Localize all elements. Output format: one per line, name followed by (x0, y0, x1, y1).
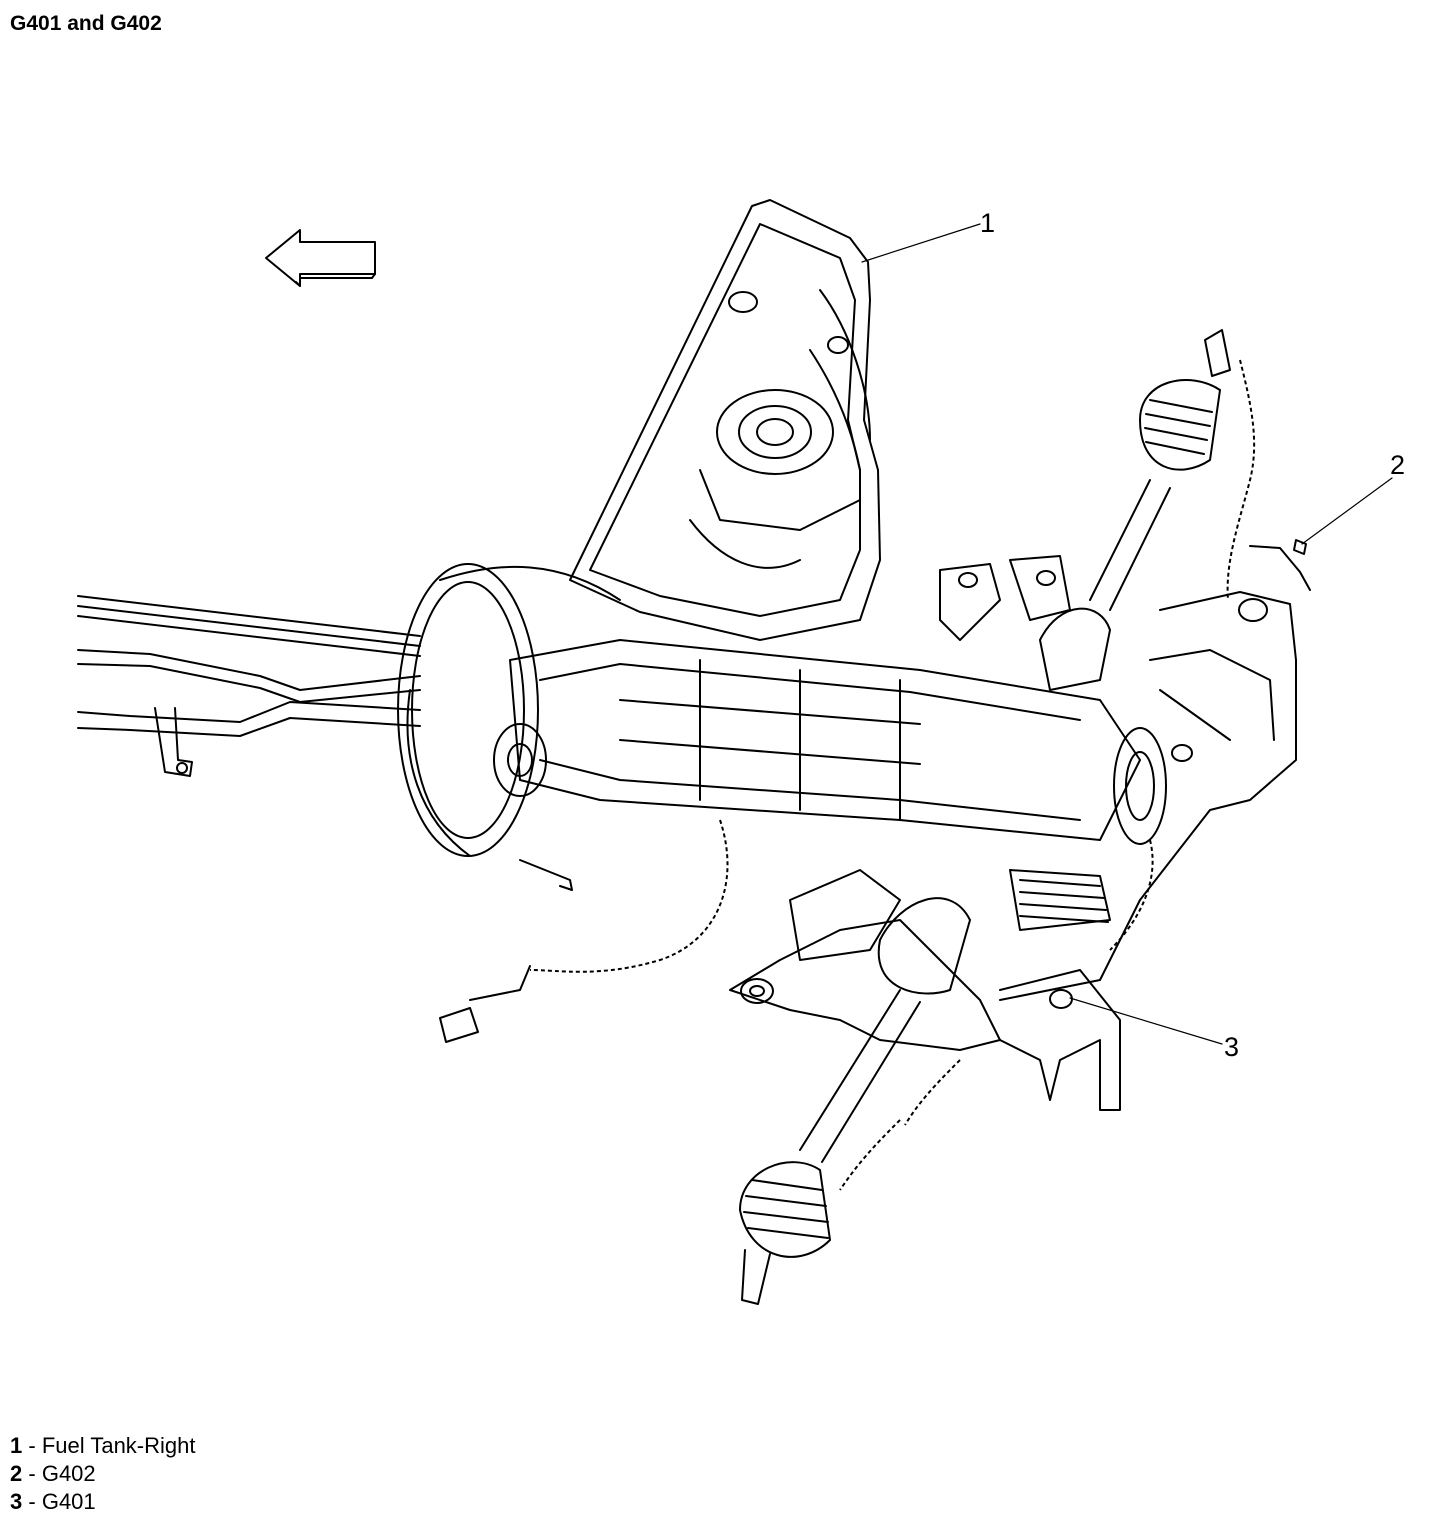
page-title: G401 and G402 (10, 12, 162, 35)
lower-cradle (729, 869, 1121, 1111)
legend-item: 1 - Fuel Tank-Right (10, 1432, 196, 1460)
differential-housing (397, 563, 621, 891)
legend-separator: - (28, 1489, 36, 1514)
wiring-harness-left (439, 819, 729, 1043)
callout-1: 1 (861, 208, 995, 263)
legend-label: Fuel Tank-Right (41, 1433, 196, 1458)
legend-item: 2 - G402 (10, 1460, 196, 1488)
callout-2: 2 (1301, 450, 1405, 545)
legend-separator: - (28, 1461, 36, 1486)
legend-label: G401 (41, 1489, 96, 1514)
fuel-tank-right (569, 199, 881, 641)
crossmember (939, 555, 1297, 1001)
callout-3-number: 3 (1224, 1032, 1239, 1062)
transmission (493, 639, 1167, 845)
legend-label: G402 (41, 1461, 96, 1486)
callout-1-number: 1 (980, 208, 995, 238)
drive-shaft-upper (1039, 329, 1231, 691)
legend-separator: - (28, 1433, 36, 1458)
drive-shaft-lower (739, 897, 971, 1305)
wiring-harness-lower (839, 839, 1154, 1191)
frame-rails (77, 595, 421, 777)
callout-3: 3 (1069, 997, 1239, 1062)
left-arrow-icon (265, 229, 376, 287)
legend-number: 1 (10, 1433, 23, 1458)
wiring-harness-g402 (1226, 359, 1311, 601)
legend-number: 3 (10, 1489, 23, 1514)
legend: 1 - Fuel Tank-Right 2 - G402 3 - G401 (10, 1432, 196, 1516)
legend-item: 3 - G401 (10, 1488, 196, 1516)
legend-number: 2 (10, 1461, 23, 1486)
callout-2-number: 2 (1390, 450, 1405, 480)
